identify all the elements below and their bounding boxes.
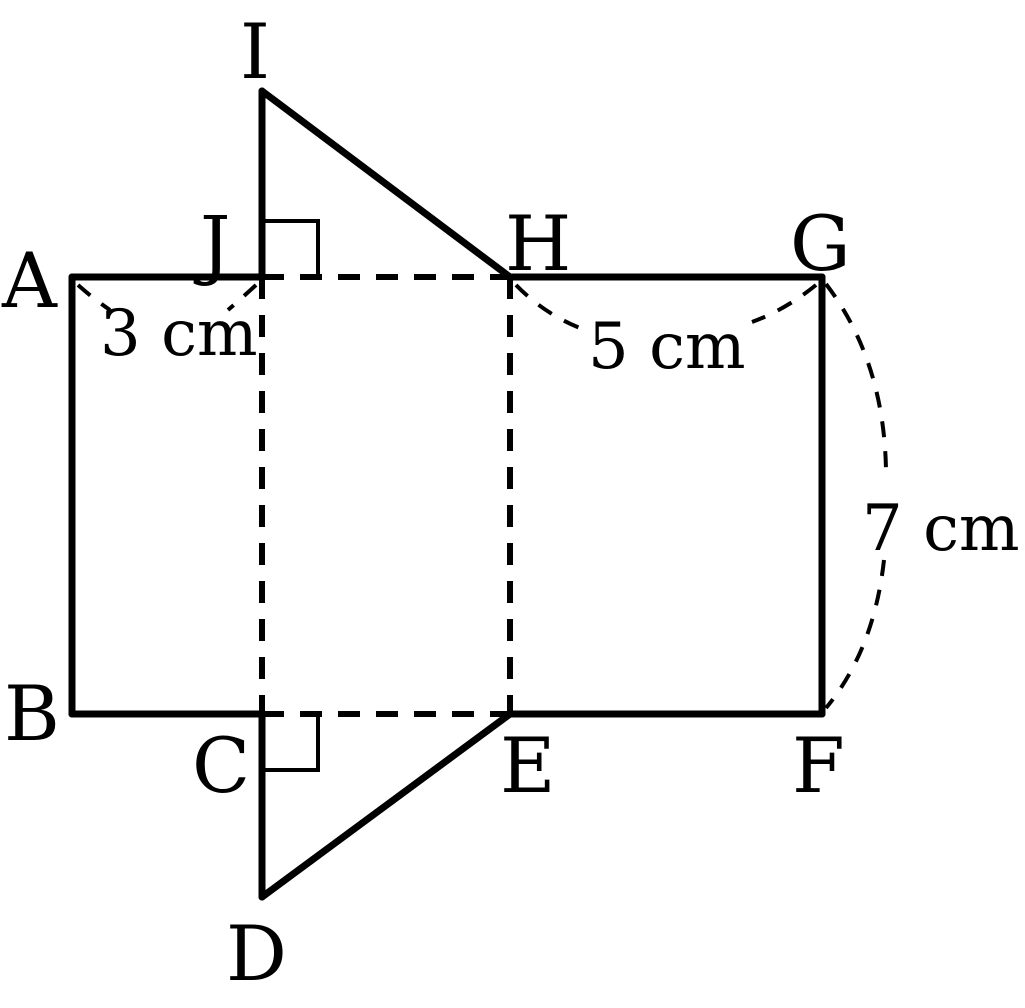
right-angle-mark-j (262, 219, 320, 277)
measure-hg: 5 cm (588, 310, 746, 384)
edge-ih (258, 87, 514, 281)
dimension-arc-aj (76, 283, 112, 312)
dimension-arc-gf (824, 282, 888, 471)
edge-de (258, 710, 514, 901)
dimension-arc-hg-left (514, 283, 586, 332)
dimension-arc-hg-right (751, 283, 818, 324)
label-point-c: C (192, 721, 250, 810)
label-point-a: A (1, 236, 58, 325)
right-angle-mark-c (262, 714, 320, 772)
label-point-j: J (193, 199, 230, 288)
label-point-g: G (790, 199, 851, 288)
dimension-arc-aj-right (226, 283, 258, 312)
label-point-d: D (226, 909, 287, 998)
label-point-h: H (505, 199, 571, 288)
dimension-arc-gf-lower (824, 559, 886, 710)
label-point-i: I (240, 7, 270, 96)
label-point-b: B (4, 669, 60, 758)
label-point-f: F (792, 721, 845, 810)
measure-gf: 7 cm (862, 492, 1020, 566)
measure-aj: 3 cm (100, 297, 258, 371)
label-point-e: E (500, 721, 555, 810)
